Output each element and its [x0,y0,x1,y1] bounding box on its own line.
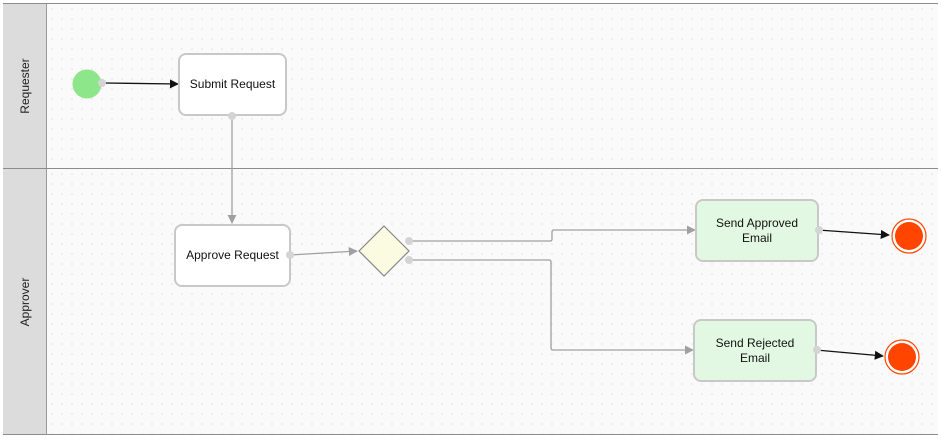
task-approve-request[interactable]: Approve Request [174,224,291,287]
task-label-send-rejected-email: Send Rejected Email [715,336,795,365]
flow-rejected-to-end[interactable] [815,349,884,360]
task-send-approved-email[interactable]: Send Approved Email [695,199,819,262]
flow-approve-to-gateway[interactable] [289,246,358,257]
connection-point[interactable] [815,226,823,234]
connection-point[interactable] [405,237,413,245]
task-label-submit-request: Submit Request [189,77,276,92]
end-event-rejected-icon[interactable] [884,339,920,375]
end-event-approved-icon[interactable] [891,218,927,254]
connection-point[interactable] [813,346,821,354]
task-label-send-approved-email: Send Approved Email [715,216,799,245]
flow-approved-to-end[interactable] [817,229,890,239]
connection-point[interactable] [98,79,106,87]
connection-point[interactable] [228,112,236,120]
start-event-icon[interactable] [72,69,102,99]
lane-header-requester[interactable]: Requester [3,4,47,168]
flow-gateway-to-approved[interactable] [409,225,696,242]
flow-gateway-to-rejected[interactable] [409,259,694,355]
lane-header-approver[interactable]: Approver [3,169,47,434]
flow-start-to-submit[interactable] [103,79,179,89]
connection-point[interactable] [286,251,294,259]
task-submit-request[interactable]: Submit Request [178,53,287,116]
exclusive-gateway-icon[interactable] [358,225,410,277]
lane-divider [3,168,938,169]
task-label-approve-request: Approve Request [186,248,279,263]
connection-point[interactable] [405,256,413,264]
task-send-rejected-email[interactable]: Send Rejected Email [693,319,817,382]
